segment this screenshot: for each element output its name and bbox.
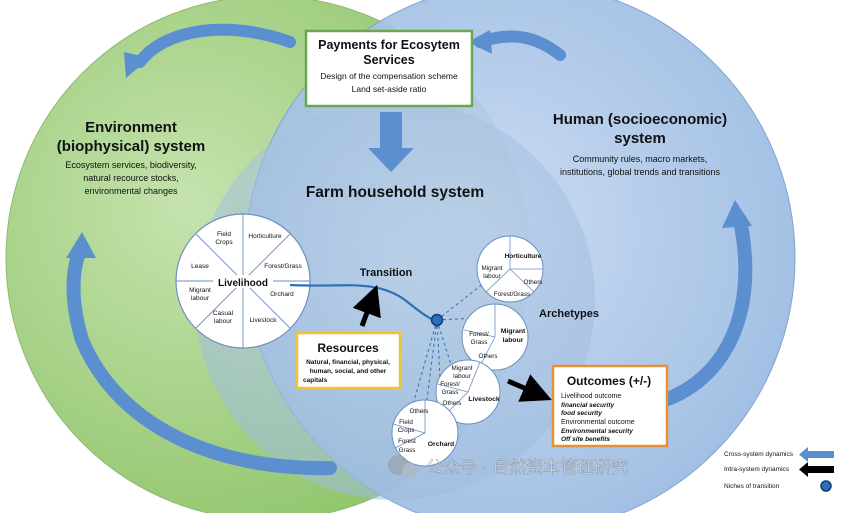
- arch-migrant-main-1: Migrant: [501, 328, 526, 335]
- outcomes-l4: Environmental outcome: [561, 419, 635, 426]
- resources-line-2: human, social, and other: [310, 368, 387, 375]
- legend-niches: Niches of transition: [724, 483, 780, 490]
- cross-arrow-top-left: [134, 23, 296, 68]
- livelihood-center: Livelihood: [218, 278, 268, 289]
- arch-livestock-e: Others: [443, 400, 462, 407]
- cross-arrow-top-left-head: [124, 52, 150, 78]
- cross-arrow-top-right-head: [468, 30, 492, 54]
- outcomes-l2: financial security: [561, 402, 614, 409]
- pes-down-arrow-shaft: [380, 112, 402, 150]
- arch-horticulture-a: Migrant: [482, 265, 503, 272]
- arch-livestock-b: labour: [453, 373, 471, 380]
- resources-title: Resources: [317, 341, 379, 355]
- transition-label: Transition: [360, 267, 413, 279]
- legend: Cross-system dynamics Intra-system dynam…: [724, 447, 834, 492]
- legend-cross-arrow: [808, 451, 834, 458]
- resources-line-3: capitals: [303, 377, 328, 384]
- resources-line-1: Natural, financial, physical,: [306, 359, 390, 366]
- pes-box: [304, 29, 474, 108]
- seg-migrant-1: Migrant: [189, 287, 211, 294]
- watermark-text: 公众号 · 自然资本管理研究: [426, 458, 628, 477]
- arch-livestock-d: Grass: [442, 389, 459, 396]
- arch-horticulture-b: labour: [483, 273, 501, 280]
- arch-livestock-c: Forest/: [440, 381, 460, 388]
- outcomes-l6: Off site benefits: [561, 436, 610, 443]
- arch-migrant-main-2: labour: [503, 337, 524, 344]
- outcomes-l5: Environmental security: [561, 428, 633, 435]
- human-title-2: system: [614, 130, 666, 147]
- environment-desc-1: Ecosystem services, biodiversity,: [65, 160, 196, 170]
- arch-migrant-b: Grass: [471, 339, 488, 346]
- arch-horticulture-d: Forest/Grass: [494, 291, 530, 298]
- arch-migrant-c: Others: [479, 353, 498, 360]
- human-desc-2: institutions, global trends and transiti…: [560, 167, 721, 177]
- outcomes-arrow: [507, 374, 552, 402]
- arch-orchard-main: Orchard: [428, 441, 454, 448]
- pes-title-1: Payments for Ecosytem: [318, 38, 460, 52]
- seg-livestock: Livestock: [249, 317, 277, 324]
- environment-desc-3: environmental changes: [84, 186, 178, 196]
- arch-orchard-a: Others: [410, 408, 429, 415]
- cross-arrow-right-loop-head: [722, 200, 752, 228]
- environment-title-1: Environment: [85, 119, 177, 136]
- arch-orchard-c: Crops: [398, 427, 415, 434]
- environment-desc-2: natural recource stocks,: [83, 173, 179, 183]
- arch-livestock-main: Livestock: [468, 396, 500, 403]
- resources-box: [295, 331, 402, 390]
- arch-orchard-e: Grass: [399, 447, 416, 454]
- human-desc-1: Community rules, macro markets,: [573, 154, 708, 164]
- legend-cross-arrow-head: [799, 447, 808, 462]
- pes-line-1: Design of the compensation scheme: [320, 71, 458, 81]
- archetype-livestock: Livestock Migrant labour Forest/ Grass O…: [435, 359, 501, 425]
- transition-node: [430, 313, 444, 327]
- outcomes-title: Outcomes (+/-): [567, 374, 651, 388]
- pes-down-arrow-head: [368, 148, 414, 172]
- cross-arrow-left-loop-head: [66, 232, 96, 258]
- seg-forest: Forest/Grass: [264, 263, 302, 270]
- seg-lease: Lease: [191, 263, 209, 270]
- archetype-orchard: Orchard Others Field Crops Forest Grass: [391, 399, 459, 467]
- pes-title-2: Services: [363, 53, 414, 67]
- pes-line-2: Land set-aside ratio: [352, 84, 427, 94]
- arch-horticulture-c: Others: [524, 279, 543, 286]
- watermark: 公众号 · 自然资本管理研究: [388, 455, 628, 479]
- seg-migrant-2: labour: [191, 295, 210, 302]
- seg-field-2: Crops: [215, 239, 233, 246]
- environment-title-2: (biophysical) system: [57, 138, 205, 155]
- cross-arrow-right-loop: [658, 213, 753, 407]
- archetype-horticulture: Horticulture Migrant labour Others Fores…: [476, 235, 544, 303]
- seg-field-1: Field: [217, 231, 231, 238]
- legend-intra: Intra-system dynamics: [724, 466, 790, 473]
- legend-niches-dot: [820, 480, 832, 492]
- seg-horticulture: Horticulture: [248, 233, 282, 240]
- arch-orchard-b: Field: [399, 419, 413, 426]
- legend-intra-arrow: [808, 466, 834, 473]
- arch-migrant-a: Forest/: [469, 331, 489, 338]
- human-title-1: Human (socioeconomic): [553, 111, 727, 128]
- farm-household-title: Farm household system: [306, 184, 484, 201]
- legend-cross: Cross-system dynamics: [724, 451, 794, 458]
- arch-orchard-d: Forest: [398, 438, 416, 445]
- arch-horticulture-main: Horticulture: [505, 253, 542, 260]
- archetype-connectors: [409, 279, 489, 416]
- seg-casual-1: Casual: [213, 310, 234, 317]
- resources-arrow: [352, 284, 381, 327]
- cross-arrow-left-loop: [66, 243, 337, 476]
- outcomes-box: [551, 364, 669, 448]
- archetype-migrant: Migrant labour Forest/ Grass Others: [461, 303, 529, 371]
- livelihood-pie: Livelihood Field Crops Horticulture Fore…: [175, 213, 311, 349]
- legend-intra-arrow-head: [799, 462, 808, 477]
- arch-livestock-a: Migrant: [452, 365, 473, 372]
- seg-casual-2: labour: [214, 318, 233, 325]
- outcomes-l3: food security: [561, 410, 602, 417]
- outcomes-l1: Livelihood outcome: [561, 393, 621, 400]
- seg-orchard: Orchard: [270, 291, 294, 298]
- transition-curve: [289, 283, 437, 323]
- archetypes-label: Archetypes: [539, 308, 599, 320]
